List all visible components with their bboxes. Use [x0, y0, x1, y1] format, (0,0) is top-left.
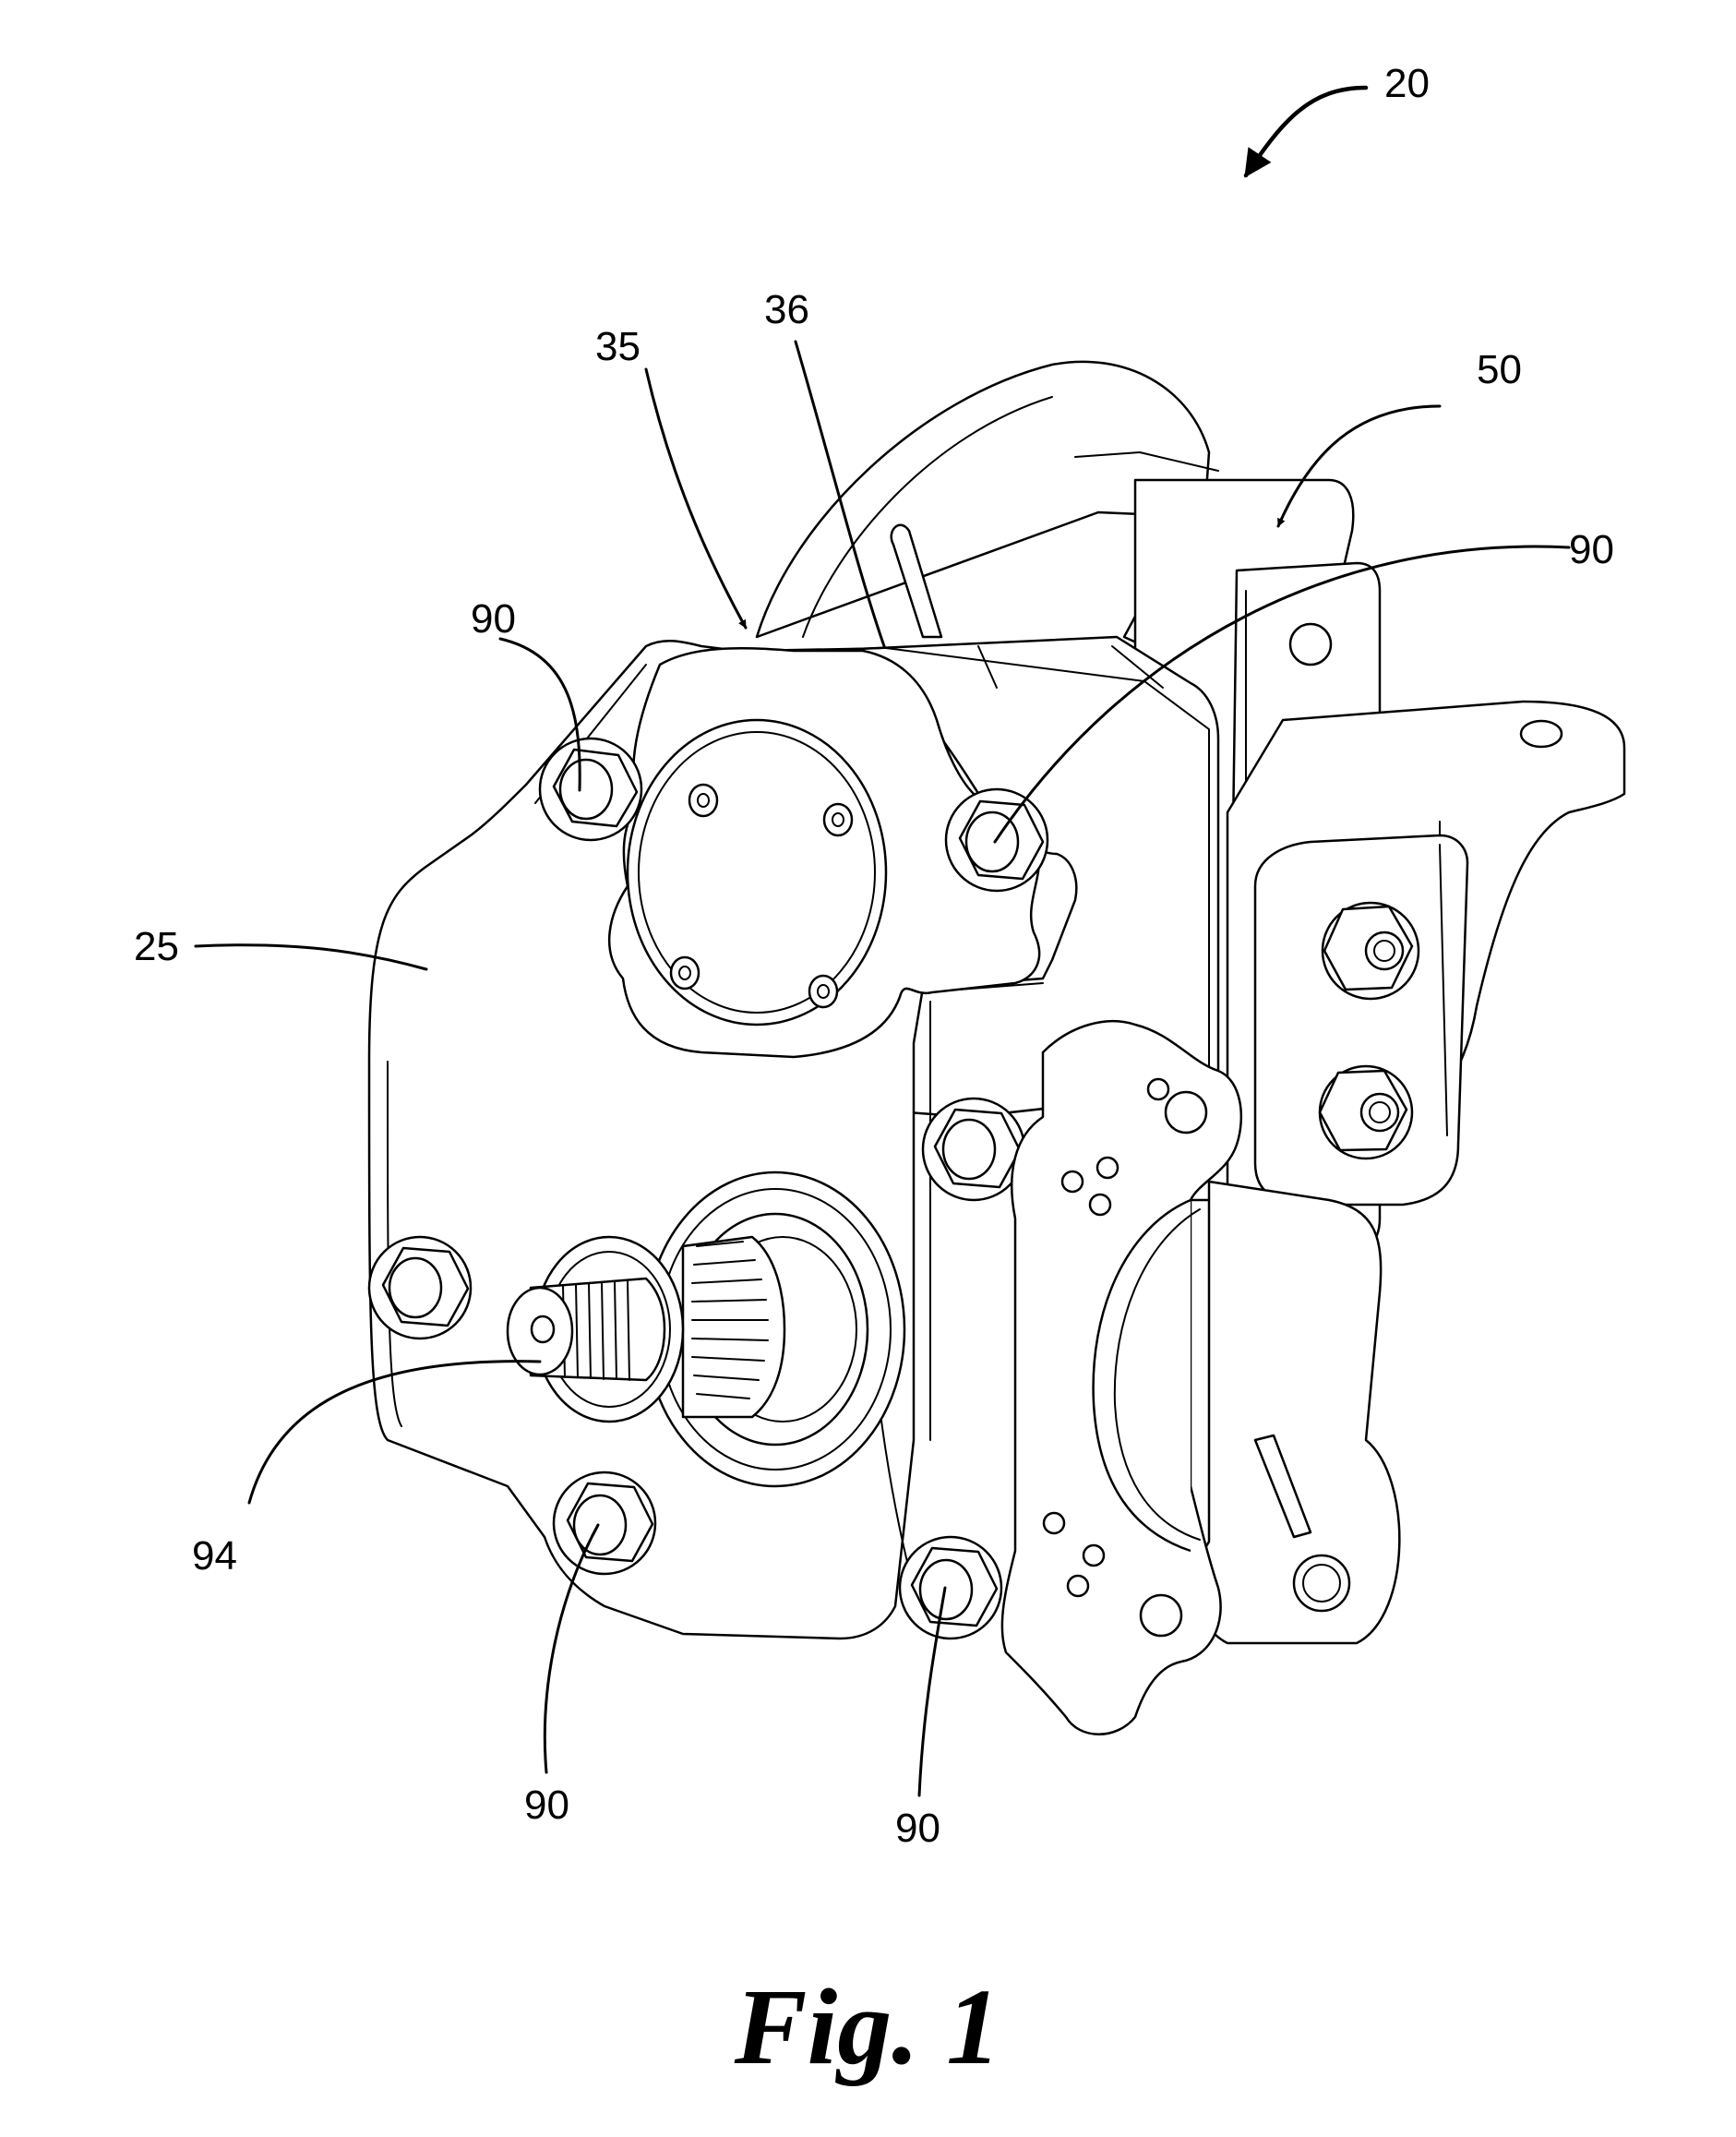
- cap-screw: [671, 957, 699, 989]
- cap-screw: [689, 785, 717, 816]
- bolt-mid-right: [923, 1099, 1024, 1200]
- cap-screw: [809, 976, 837, 1007]
- bolt-bottom-right: [900, 1537, 1001, 1639]
- ref-50: 50: [1477, 347, 1522, 392]
- stud-plate: [1255, 835, 1467, 1205]
- figure-caption: Fig. 1: [734, 1966, 1001, 2087]
- bolt-top-left: [540, 738, 641, 840]
- bolt-left: [369, 1237, 471, 1339]
- adapter-flange: [1002, 1021, 1241, 1735]
- ref-94: 94: [192, 1533, 237, 1579]
- leader-35: [646, 369, 746, 628]
- ref-90-bottom-left: 90: [524, 1783, 569, 1828]
- ref-90-top-right: 90: [1569, 527, 1614, 572]
- lower-bracket: [1197, 1182, 1399, 1643]
- leader-20: [1246, 88, 1366, 175]
- ref-25: 25: [134, 924, 179, 969]
- cap-screw: [824, 804, 852, 835]
- bolt-bottom-left: [554, 1472, 655, 1574]
- ref-90-top-left: 90: [471, 596, 516, 642]
- ref-20: 20: [1384, 61, 1430, 106]
- ref-36: 36: [764, 287, 809, 332]
- ref-90-bottom-right: 90: [895, 1806, 940, 1851]
- bearing-cap: [628, 720, 886, 1025]
- ref-35: 35: [595, 324, 641, 369]
